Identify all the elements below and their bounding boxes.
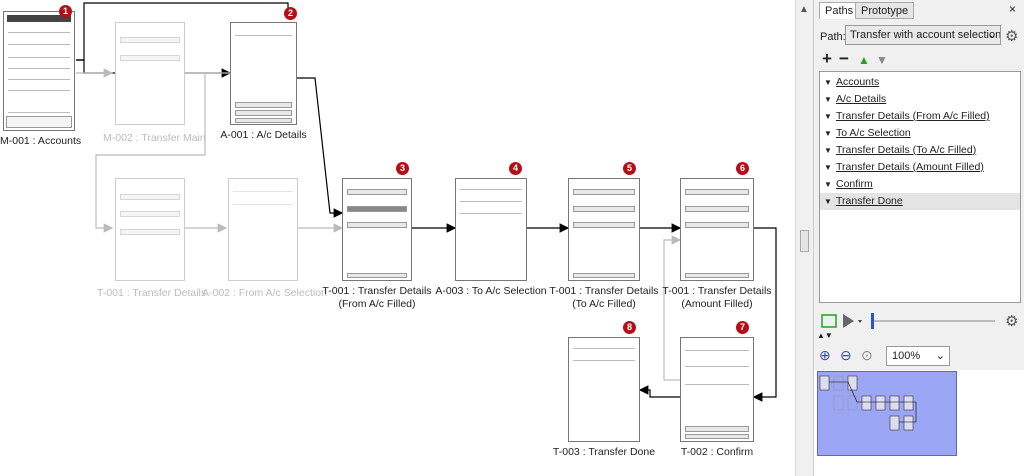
storyboard-canvas[interactable]: 1 M-001 : Accounts M-002 : Transfer Main… [0,0,795,476]
tab-prototype[interactable]: Prototype [855,2,915,19]
path-step-confirm[interactable]: ▼Confirm [820,176,1020,193]
play-screen-icon [821,314,837,328]
tab-paths[interactable]: Paths [819,2,860,19]
path-step-from-ac-filled[interactable]: ▼Transfer Details (From A/c Filled) [820,108,1020,125]
connector-t001d-t002 [752,227,777,402]
expand-triangle-icon: ▼ [824,78,832,87]
playback-bar [814,310,1024,332]
badge-5: 5 [623,162,636,175]
badge-7: 7 [736,321,749,334]
playback-slider-thumb[interactable] [871,313,874,329]
path-steps-list[interactable]: ▼Accounts ▼A/c Details ▼Transfer Details… [819,71,1021,303]
screen-label-a003: A-003 : To A/c Selection [435,285,547,297]
path-step-to-ac-filled[interactable]: ▼Transfer Details (To A/c Filled) [820,142,1020,159]
canvas-overview[interactable] [814,370,1024,476]
screen-m001[interactable] [3,11,75,131]
expand-triangle-icon: ▼ [824,112,832,121]
overview-viewport[interactable] [817,371,957,456]
play-icon [843,314,854,328]
badge-4: 4 [509,162,522,175]
expand-triangle-icon: ▼ [824,95,832,104]
playback-settings-icon[interactable]: ⚙ [1005,313,1019,330]
zoom-toolbar: ⊕ ⊖ ⊙ [814,344,1024,368]
panel-splitter[interactable]: ▲▼ [814,331,1024,341]
screen-label-m001: M-001 : Accounts [0,135,82,147]
badge-3: 3 [396,162,409,175]
expand-triangle-icon: ▼ [824,129,832,138]
connector-t002-t003 [638,385,680,398]
screen-a003[interactable] [455,178,527,281]
screen-label-a002: A-002 : From A/c Selection [202,287,327,299]
badge-6: 6 [736,162,749,175]
path-step-ac-details[interactable]: ▼A/c Details [820,91,1020,108]
paths-panel: Paths Prototype × Path: Transfer with ac… [813,0,1024,476]
close-icon[interactable]: × [1009,2,1017,16]
expand-triangle-icon: ▼ [824,197,832,206]
screen-a001[interactable] [230,22,297,125]
move-up-icon[interactable]: ▲ [858,53,870,67]
zoom-in-icon[interactable]: ⊕ [819,347,831,363]
screen-t001d[interactable] [680,178,754,281]
expand-triangle-icon: ▼ [824,146,832,155]
remove-path-icon[interactable]: − [839,49,849,68]
screen-t001a[interactable] [115,178,185,281]
path-step-transfer-done[interactable]: ▼Transfer Done [820,193,1020,210]
path-select-value: Transfer with account selection [850,29,1001,41]
screen-t001b[interactable] [342,178,412,281]
chevron-down-icon: ⌄ [935,350,945,362]
add-path-icon[interactable]: + [822,49,832,68]
screen-a002[interactable] [228,178,298,281]
chevron-down-icon: ⌄ [987,29,997,41]
screen-m002[interactable] [115,22,185,125]
screen-label-a001: A-001 : A/c Details [220,129,307,141]
path-label: Path: [820,31,846,43]
scrollbar-grip[interactable] [800,230,809,252]
path-select[interactable]: Transfer with account selection ⌄ [845,25,1001,45]
gear-icon[interactable]: ⚙ [1005,28,1019,45]
badge-2: 2 [284,7,297,20]
flow-connectors [76,2,777,402]
badge-1: 1 [59,5,72,18]
playback-slider[interactable] [871,320,995,322]
screen-t002[interactable] [680,337,754,442]
badge-8: 8 [623,321,636,334]
screen-label-t001d: T-001 : Transfer Details (Amount Filled) [662,285,772,310]
screen-t003[interactable] [568,337,640,442]
connector-a001-t001b [297,77,344,218]
screen-t001c[interactable] [568,178,640,281]
connector-t002-t001d-back [663,235,682,380]
screen-label-t002: T-002 : Confirm [680,446,754,458]
path-step-accounts[interactable]: ▼Accounts [820,74,1020,91]
screen-label-t001a: T-001 : Transfer Details [97,287,207,299]
scroll-up-icon[interactable]: ▲ [799,4,809,15]
connector-m002-t001a [95,73,206,233]
play-dropdown-icon [858,320,862,323]
screen-label-t001c: T-001 : Transfer Details (To A/c Filled) [549,285,659,310]
expand-triangle-icon: ▼ [824,180,832,189]
path-step-amount-filled[interactable]: ▼Transfer Details (Amount Filled) [820,159,1020,176]
zoom-fit-icon[interactable]: ⊙ [861,347,873,363]
zoom-select-value: 100% [892,350,921,362]
screen-label-t003: T-003 : Transfer Done [552,446,656,458]
overview-thumbnail [819,375,917,431]
zoom-select[interactable]: 100% ⌄ [886,346,950,366]
path-step-to-ac-selection[interactable]: ▼To A/c Selection [820,125,1020,142]
screen-label-t001b: T-001 : Transfer Details (From A/c Fille… [322,285,432,310]
screen-label-m002: M-002 : Transfer Main [103,132,206,144]
canvas-scrollbar[interactable]: ▲ [795,0,813,476]
move-down-icon[interactable]: ▼ [876,53,888,67]
zoom-out-icon[interactable]: ⊖ [840,347,852,363]
collapse-arrows-icon[interactable]: ▲▼ [817,331,833,340]
expand-triangle-icon: ▼ [824,163,832,172]
